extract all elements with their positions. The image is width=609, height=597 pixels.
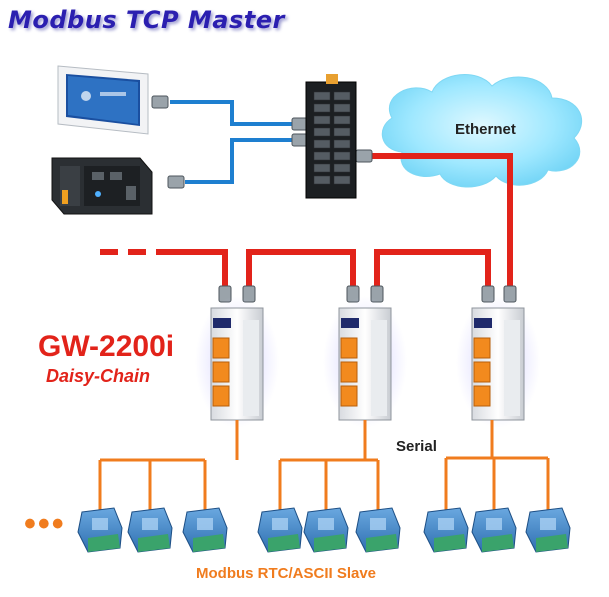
gateway-device-icon [323, 296, 407, 428]
rtu-module-icon [77, 507, 123, 553]
plc-controller-icon [51, 157, 153, 215]
rtu-module-icon [423, 507, 469, 553]
rtu-module-icon [525, 507, 571, 553]
rtu-module-icon [127, 507, 173, 553]
gateway-model-label: GW-2200i [38, 330, 175, 363]
slave-label: Modbus RTC/ASCII Slave [196, 565, 377, 582]
rtu-module-icon [471, 507, 517, 553]
ethernet-label: Ethernet [455, 121, 516, 138]
touch-panel-icon [57, 65, 149, 135]
topology-label: Daisy-Chain [46, 366, 151, 386]
rtu-module-icon [303, 507, 349, 553]
serial-links [98, 420, 550, 512]
rtu-module-icon [355, 507, 401, 553]
more-slaves-indicator: ••• [24, 505, 66, 543]
rtu-modules [77, 507, 571, 553]
rtu-module-icon [257, 507, 303, 553]
master-links [170, 100, 292, 184]
ethernet-links [100, 153, 513, 290]
page-title: Modbus TCP Master [8, 6, 285, 34]
ethernet-switch-icon [305, 74, 357, 199]
serial-label: Serial [396, 438, 437, 455]
rtu-module-icon [182, 507, 228, 553]
gateway-devices [195, 296, 540, 428]
gateway-device-icon [195, 296, 279, 428]
gateway-device-icon [456, 296, 540, 428]
